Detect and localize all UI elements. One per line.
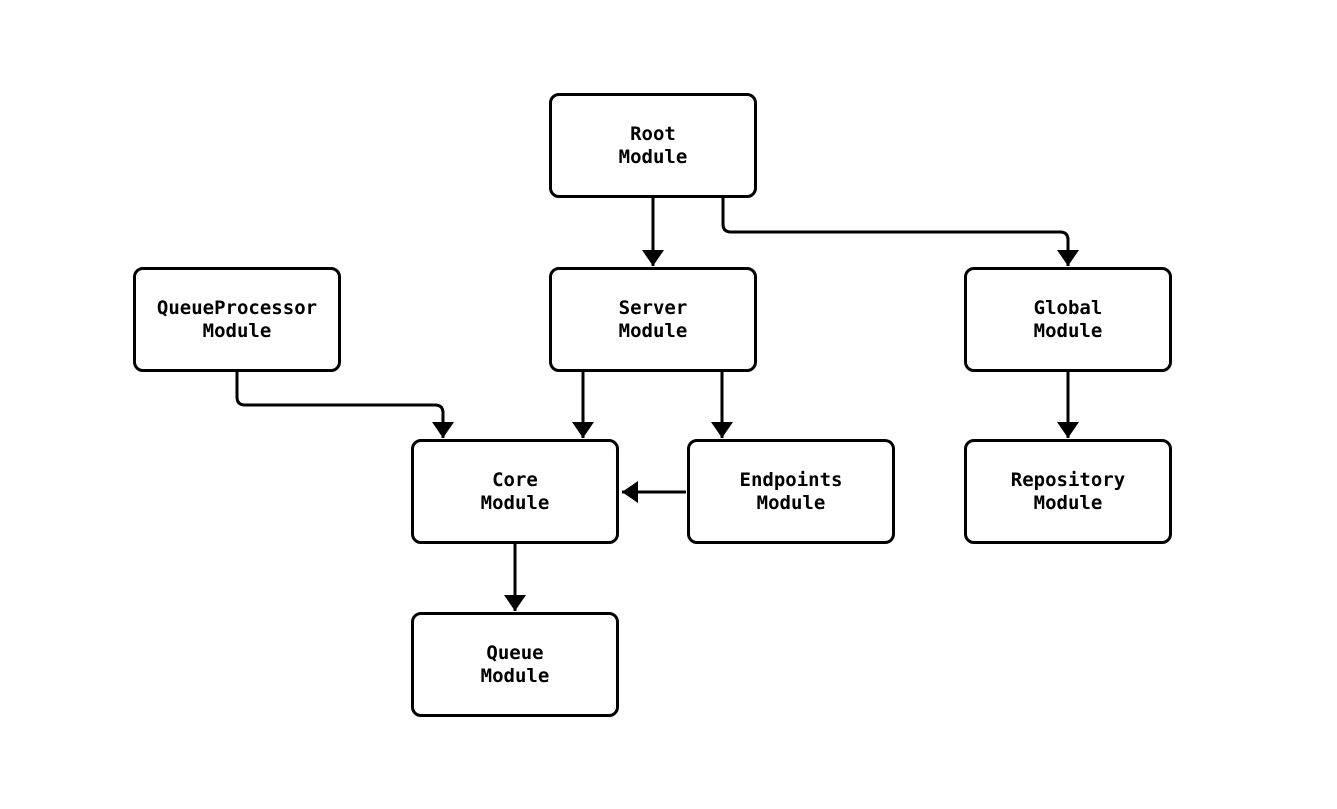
node-endpoints-module-label: Endpoints Module	[739, 468, 843, 514]
node-core-module-label: Core Module	[480, 468, 550, 514]
node-server-module: Server Module	[549, 267, 757, 372]
node-root-module: Root Module	[549, 93, 757, 198]
node-repository-module: Repository Module	[964, 439, 1172, 544]
node-queueprocessor-module: QueueProcessor Module	[133, 267, 341, 372]
node-queue-module-label: Queue Module	[480, 641, 550, 687]
node-queueprocessor-module-label: QueueProcessor Module	[156, 296, 318, 342]
edge-root-to-global	[721, 198, 1079, 266]
node-queue-module: Queue Module	[411, 612, 619, 717]
node-global-module: Global Module	[964, 267, 1172, 372]
node-root-module-label: Root Module	[618, 122, 688, 168]
node-endpoints-module: Endpoints Module	[687, 439, 895, 544]
node-repository-module-label: Repository Module	[1010, 468, 1126, 514]
edge-queueprocessor-to-core	[235, 372, 454, 438]
node-server-module-label: Server Module	[618, 296, 688, 342]
node-global-module-label: Global Module	[1033, 296, 1103, 342]
node-core-module: Core Module	[411, 439, 619, 544]
